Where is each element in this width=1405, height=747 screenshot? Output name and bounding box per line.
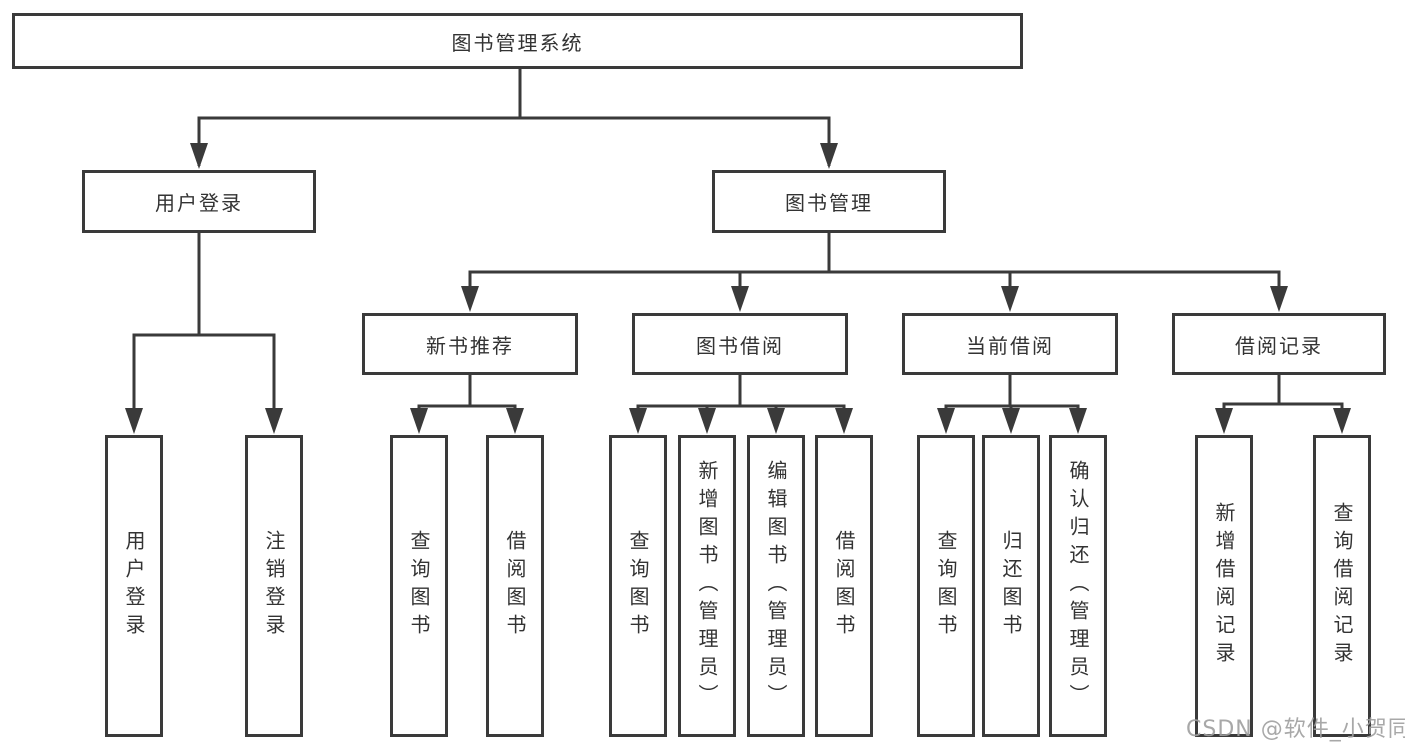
node-label: 编辑图书（管理员）: [764, 460, 788, 712]
leaf-add-book-admin: 新增图书（管理员）: [678, 435, 736, 737]
leaf-query-books-current: 查询图书: [917, 435, 975, 737]
node-library-system: 图书管理系统: [12, 13, 1023, 69]
node-label: 新书推荐: [426, 333, 514, 358]
leaf-confirm-return-admin: 确认归还（管理员）: [1049, 435, 1107, 737]
node-label: 查询图书: [407, 530, 431, 642]
node-label: 新增图书（管理员）: [695, 460, 719, 712]
leaf-logout: 注销登录: [245, 435, 303, 737]
node-current-borrow: 当前借阅: [902, 313, 1118, 375]
leaf-query-books-borrow: 查询图书: [609, 435, 667, 737]
node-label: 确认归还（管理员）: [1066, 460, 1090, 712]
leaf-add-borrow-record: 新增借阅记录: [1195, 435, 1253, 737]
csdn-watermark: CSDN @软件_小贺同学: [1186, 717, 1405, 742]
node-label: 借阅图书: [503, 530, 527, 642]
node-label: 用户登录: [155, 191, 243, 215]
leaf-query-books-recommend: 查询图书: [390, 435, 448, 737]
node-book-borrow: 图书借阅: [632, 313, 848, 375]
node-book-management: 图书管理: [712, 170, 946, 233]
node-borrow-records: 借阅记录: [1172, 313, 1386, 375]
node-label: 借阅记录: [1235, 333, 1323, 358]
node-label: 图书管理系统: [451, 30, 584, 55]
node-user-login: 用户登录: [82, 170, 316, 233]
node-label: 查询借阅记录: [1330, 502, 1354, 670]
node-label: 当前借阅: [966, 333, 1054, 358]
node-label: 查询图书: [934, 530, 958, 642]
leaf-borrow-books: 借阅图书: [815, 435, 873, 737]
node-label: 查询图书: [626, 530, 650, 642]
node-label: 图书管理: [785, 191, 873, 215]
node-label: 注销登录: [262, 530, 286, 642]
node-new-book-recommend: 新书推荐: [362, 313, 578, 375]
leaf-borrow-books-recommend: 借阅图书: [486, 435, 544, 737]
leaf-return-book: 归还图书: [982, 435, 1040, 737]
leaf-query-borrow-record: 查询借阅记录: [1313, 435, 1371, 737]
node-label: 图书借阅: [696, 333, 784, 358]
node-label: 借阅图书: [832, 530, 856, 642]
node-label: 用户登录: [122, 530, 146, 642]
leaf-edit-book-admin: 编辑图书（管理员）: [747, 435, 805, 737]
node-label: 归还图书: [999, 530, 1023, 642]
leaf-user-login: 用户登录: [105, 435, 163, 737]
arrowhead-icons: [125, 143, 1351, 434]
node-label: 新增借阅记录: [1212, 502, 1236, 670]
